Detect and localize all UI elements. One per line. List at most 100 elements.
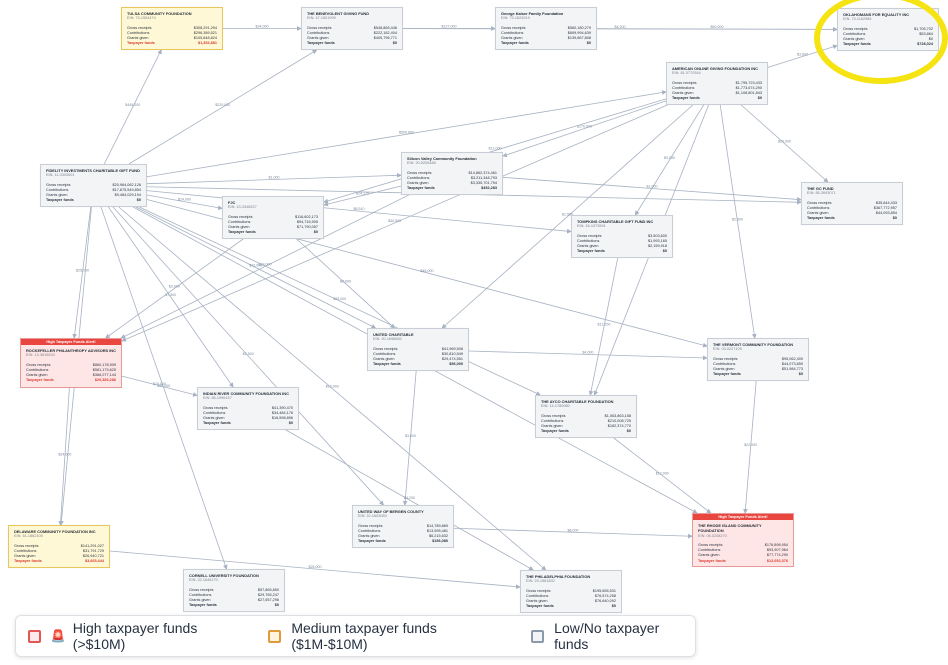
row-label: Contributions — [46, 187, 69, 192]
node-name: UNITED CHARITABLE — [373, 332, 414, 337]
row-value: $116,602,173 — [295, 214, 318, 219]
edge-label: $4,000 — [583, 351, 594, 355]
node-row-contributions: Contributions$29,765,247 — [189, 593, 279, 598]
row-label: Taxpayer funds — [807, 216, 835, 221]
edge-amonline-to-vermont — [719, 104, 757, 339]
node-row-gross: Gross receipts$35,644,433 — [807, 201, 897, 206]
edge-fidelity-to-indianriver — [108, 206, 234, 388]
node-ein: EIN: 65-1096157 — [203, 396, 232, 401]
edge-label: $20,000 — [778, 140, 791, 144]
node-row-contributions: Contributions$30,810,549 — [373, 352, 463, 357]
row-value: $1,352,881 — [197, 41, 217, 46]
high-funds-alert: High Taxpayer Funds Alert! — [21, 339, 121, 345]
edge-label: $18,000 — [259, 263, 272, 267]
edge-label: $3,600 — [797, 53, 808, 57]
node-row-taxpayer: Taxpayer funds$0 — [713, 372, 803, 377]
row-value: $1,108,801,843 — [735, 91, 762, 96]
row-label: Contributions — [203, 410, 226, 415]
row-label: Grants given — [577, 244, 599, 249]
row-label: Gross receipts — [228, 214, 253, 219]
row-label: Grants given — [307, 36, 329, 41]
node-row-grants: Grants given$76,640,092 — [526, 599, 616, 604]
edge-label: $4,200 — [615, 25, 626, 29]
edge-label: $25,000 — [333, 297, 346, 301]
row-value: $1,063,863,158 — [604, 413, 631, 418]
row-label: Gross receipts — [698, 542, 723, 547]
node-row-taxpayer: Taxpayer funds$0 — [501, 41, 591, 46]
row-value: $452,283 — [481, 186, 497, 191]
node-row-grants: Grants given$6,215,632 — [358, 534, 448, 539]
row-label: Taxpayer funds — [526, 604, 554, 609]
row-value: $581,179,625 — [92, 367, 116, 372]
edge-label: $35,000 — [157, 384, 170, 388]
edge-vermont-to-rhodeisland — [743, 380, 757, 514]
node-row-gross: Gross receipts$57,865,850 — [189, 588, 279, 593]
node-rhodeisland[interactable]: High Taxpayer Funds Alert!THE RHODE ISLA… — [692, 513, 794, 568]
row-value: $182,374,770 — [607, 424, 631, 429]
node-row-taxpayer: Taxpayer funds$0 — [807, 216, 897, 221]
node-rockefeller[interactable]: High Taxpayer Funds Alert!ROCKEFELLER PH… — [20, 338, 122, 388]
row-value: $20,964,062,126 — [112, 182, 141, 187]
node-ein: EIN: 03-0227109 — [713, 347, 742, 352]
node-row-taxpayer: Taxpayer funds$56,000 — [373, 362, 463, 367]
node-fidelity[interactable]: FIDELITY INVESTMENTS CHARITABLE GIFT FUN… — [40, 164, 147, 207]
node-ein: EIN: 85-3693071 — [807, 191, 836, 196]
node-row-gross: Gross receipts$548,865,446 — [307, 26, 397, 31]
edge-amonline-to-thegc — [740, 104, 829, 183]
row-label: Gross receipts — [14, 543, 39, 548]
row-label: Grants given — [672, 91, 694, 96]
row-value: $296,389,521 — [193, 30, 217, 35]
row-value: $0 — [662, 249, 667, 254]
row-label: Gross receipts — [373, 346, 398, 351]
edge-label: $3,000 — [664, 156, 675, 160]
node-ein: EIN: 47-1501999 — [307, 16, 336, 21]
row-label: Gross receipts — [358, 523, 383, 528]
node-row-grants: Grants given$366,077,144 — [26, 373, 116, 378]
legend-swatch-high — [28, 629, 41, 643]
row-label: Contributions — [407, 175, 430, 180]
node-ein: EIN: 20-5205488 — [407, 161, 436, 166]
node-row-gross: Gross receipts$141,291,027 — [14, 544, 104, 549]
edge-tompkins-to-ayco — [588, 257, 619, 396]
row-value: $41,969,508 — [441, 346, 463, 351]
node-row-taxpayer: Taxpayer funds$0 — [203, 421, 293, 426]
node-row-taxpayer: Taxpayer funds$0 — [228, 230, 318, 235]
row-value: $76,574,258 — [594, 593, 616, 598]
row-value: $44,093,854 — [875, 211, 897, 216]
node-name: FJC — [228, 200, 236, 205]
edge-siliconvalley-to-fjc — [323, 185, 402, 207]
row-label: Taxpayer funds — [307, 41, 335, 46]
row-value: $0 — [274, 603, 279, 608]
node-row-contributions: Contributions$31,791,729 — [14, 549, 104, 554]
legend-label-high: High taxpayer funds (>$10M) — [72, 620, 198, 652]
legend-item-low: Low/No taxpayer funds — [531, 620, 695, 652]
edge-fjc-to-unitedch — [296, 238, 395, 329]
row-value: $1,773,674,290 — [735, 85, 762, 90]
row-label: Taxpayer funds — [127, 41, 155, 46]
row-value: $14,789,869 — [426, 523, 448, 528]
edge-label: $12,250 — [598, 323, 611, 327]
node-row-gross: Gross receipts $116,602,173 — [228, 215, 318, 220]
node-ein: EIN: 16-1573591 — [577, 224, 606, 229]
node-row-grants: Grants given$71,790,057 — [228, 225, 318, 230]
node-row-gross: Gross receipts$1,795,723,433 — [672, 81, 762, 86]
edge-fidelity-to-fjc — [146, 194, 223, 211]
edge-label: $50,000 — [711, 25, 724, 29]
